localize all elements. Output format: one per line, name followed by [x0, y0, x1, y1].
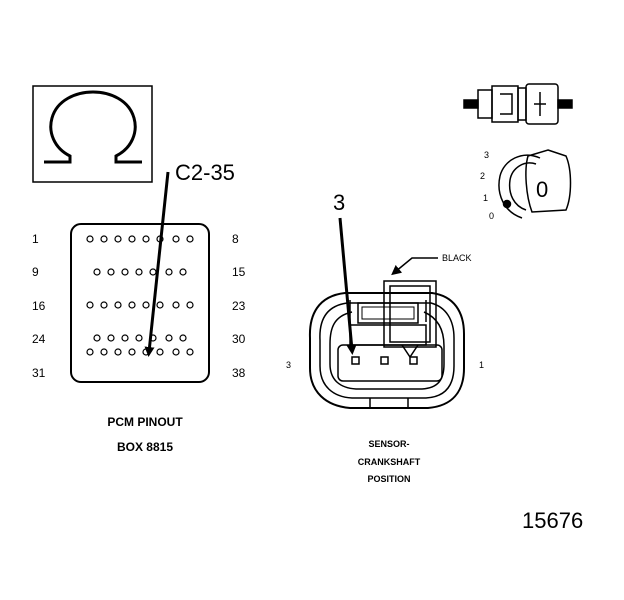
sensor-connector	[308, 280, 465, 409]
ohm-symbol-icon	[32, 85, 153, 183]
pcm-pin	[93, 334, 101, 342]
sensor-callout-label: 3	[333, 190, 345, 215]
pcm-pin	[114, 348, 122, 356]
pcm-pin	[186, 235, 194, 243]
pcm-pin	[100, 301, 108, 309]
sensor-caption-line: SENSOR-	[368, 439, 409, 449]
pcm-pin	[121, 334, 129, 342]
pcm-row-label-right: 38	[232, 366, 246, 380]
pcm-pin	[179, 334, 187, 342]
pcm-pin	[86, 301, 94, 309]
pcm-connector	[70, 223, 210, 383]
pcm-pin	[93, 268, 101, 276]
orientation-scale-label: 1	[483, 193, 488, 203]
probe-orientation-icon	[498, 149, 572, 219]
pcm-row-label-left: 31	[32, 366, 46, 380]
pcm-pin	[135, 268, 143, 276]
pcm-caption-title: PCM PINOUT	[107, 415, 183, 429]
pcm-row-label-right: 8	[232, 232, 239, 246]
pcm-pin	[107, 334, 115, 342]
pcm-pin	[121, 268, 129, 276]
pcm-pin	[172, 235, 180, 243]
pcm-pin	[142, 301, 150, 309]
pcm-pin	[165, 268, 173, 276]
pcm-pin	[142, 235, 150, 243]
pcm-pin	[128, 235, 136, 243]
pcm-row-label-left: 24	[32, 332, 46, 346]
pcm-pin	[100, 235, 108, 243]
pcm-pin	[172, 301, 180, 309]
pcm-pin-grid	[86, 235, 194, 356]
orientation-scale-label: 0	[489, 211, 494, 221]
wire-color-label: BLACK	[442, 253, 472, 263]
pcm-row-label-left: 9	[32, 265, 39, 279]
pcm-callout-label: C2-35	[175, 160, 235, 185]
pcm-pin	[100, 348, 108, 356]
pcm-pin	[114, 301, 122, 309]
pcm-pin	[128, 301, 136, 309]
sensor-pin-number: 3	[286, 360, 291, 370]
pcm-pin	[186, 348, 194, 356]
pcm-pin	[149, 268, 157, 276]
sensor-caption-line: CRANKSHAFT	[358, 457, 421, 467]
pcm-row-label-left: 1	[32, 232, 39, 246]
connector-side-view-icon	[463, 83, 573, 125]
sensor-caption-line: POSITION	[367, 474, 410, 484]
pcm-row-label-right: 30	[232, 332, 246, 346]
pcm-pin	[114, 235, 122, 243]
wire-label-arrow	[391, 257, 438, 276]
pcm-pin	[86, 235, 94, 243]
orientation-scale-label: 2	[480, 171, 485, 181]
pcm-row-label-left: 16	[32, 299, 46, 313]
pcm-caption-box: BOX 8815	[117, 440, 173, 454]
orientation-scale-label: 3	[484, 150, 489, 160]
pcm-pin	[135, 334, 143, 342]
pcm-callout-arrow	[144, 171, 170, 357]
pcm-pin	[156, 348, 164, 356]
pcm-pin	[128, 348, 136, 356]
pcm-row-label-right: 15	[232, 265, 246, 279]
pcm-pin	[186, 301, 194, 309]
orientation-knob-label: 0	[536, 177, 548, 202]
pcm-pin	[107, 268, 115, 276]
pcm-pin	[165, 334, 173, 342]
pcm-pin	[156, 301, 164, 309]
pcm-pin	[179, 268, 187, 276]
pcm-pin	[86, 348, 94, 356]
figure-id: 15676	[522, 508, 583, 533]
sensor-callout-arrow	[338, 217, 357, 355]
pcm-pin	[172, 348, 180, 356]
sensor-pin-number: 1	[479, 360, 484, 370]
pcm-row-label-right: 23	[232, 299, 246, 313]
